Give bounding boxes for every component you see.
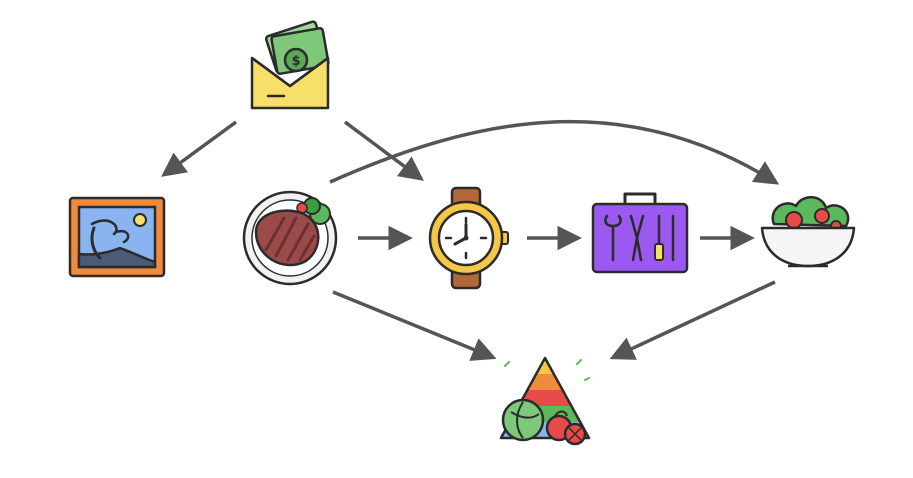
- salad-bowl-icon: [760, 196, 856, 268]
- money-envelope-icon: $: [250, 20, 330, 110]
- food-pyramid-icon: [499, 356, 591, 446]
- framed-painting-icon: [68, 196, 166, 278]
- edge-envelope-painting: [161, 120, 238, 177]
- edge-steak-salad: [329, 119, 780, 185]
- edge-steak-pyramid: [332, 290, 497, 361]
- edges: [161, 119, 780, 361]
- toolbox-icon: [591, 192, 689, 274]
- wristwatch-icon: [428, 186, 509, 290]
- edge-envelope-watch: [343, 120, 424, 181]
- edge-salad-pyramid: [609, 280, 776, 360]
- svg-text:$: $: [291, 54, 300, 69]
- steak-plate-icon: [242, 190, 338, 286]
